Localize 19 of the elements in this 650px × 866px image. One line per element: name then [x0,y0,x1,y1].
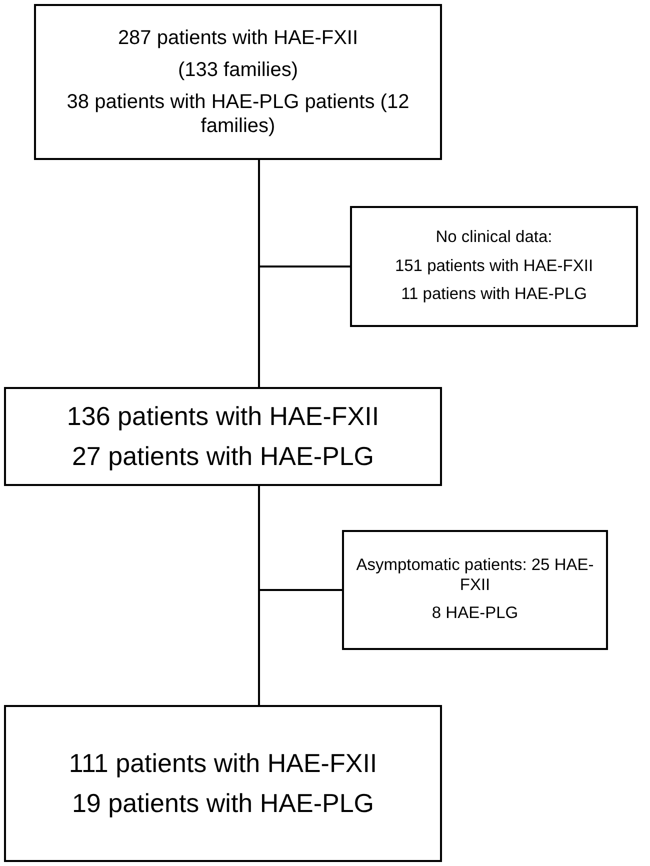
box-text: 111 patients with HAE-FXII [68,748,378,780]
process-box [4,387,442,486]
box-text: Asymptomatic patients: 25 HAE-FXII [355,556,595,596]
process-box [4,705,442,862]
box-text: 19 patients with HAE-PLG [72,788,374,819]
connector-line [258,160,350,268]
box-text: (133 families) [178,58,298,82]
box-text: 136 patients with HAE-FXII [66,401,380,432]
box-text: 151 patients with HAE-FXII [394,256,594,276]
box-text: 8 HAE-PLG [432,604,518,624]
exclusion-box [342,530,608,650]
box-text: 38 patients with HAE-PLG patients (12 families) [66,90,410,138]
exclusion-box [350,206,638,327]
box-text: 27 patients with HAE-PLG [72,440,374,472]
box-text: 11 patiens with HAE-PLG [401,285,587,306]
process-box [34,4,442,160]
box-text: 287 patients with HAE-FXII [118,26,358,50]
connector-line [258,486,342,591]
box-text: No clinical data: [436,228,552,248]
